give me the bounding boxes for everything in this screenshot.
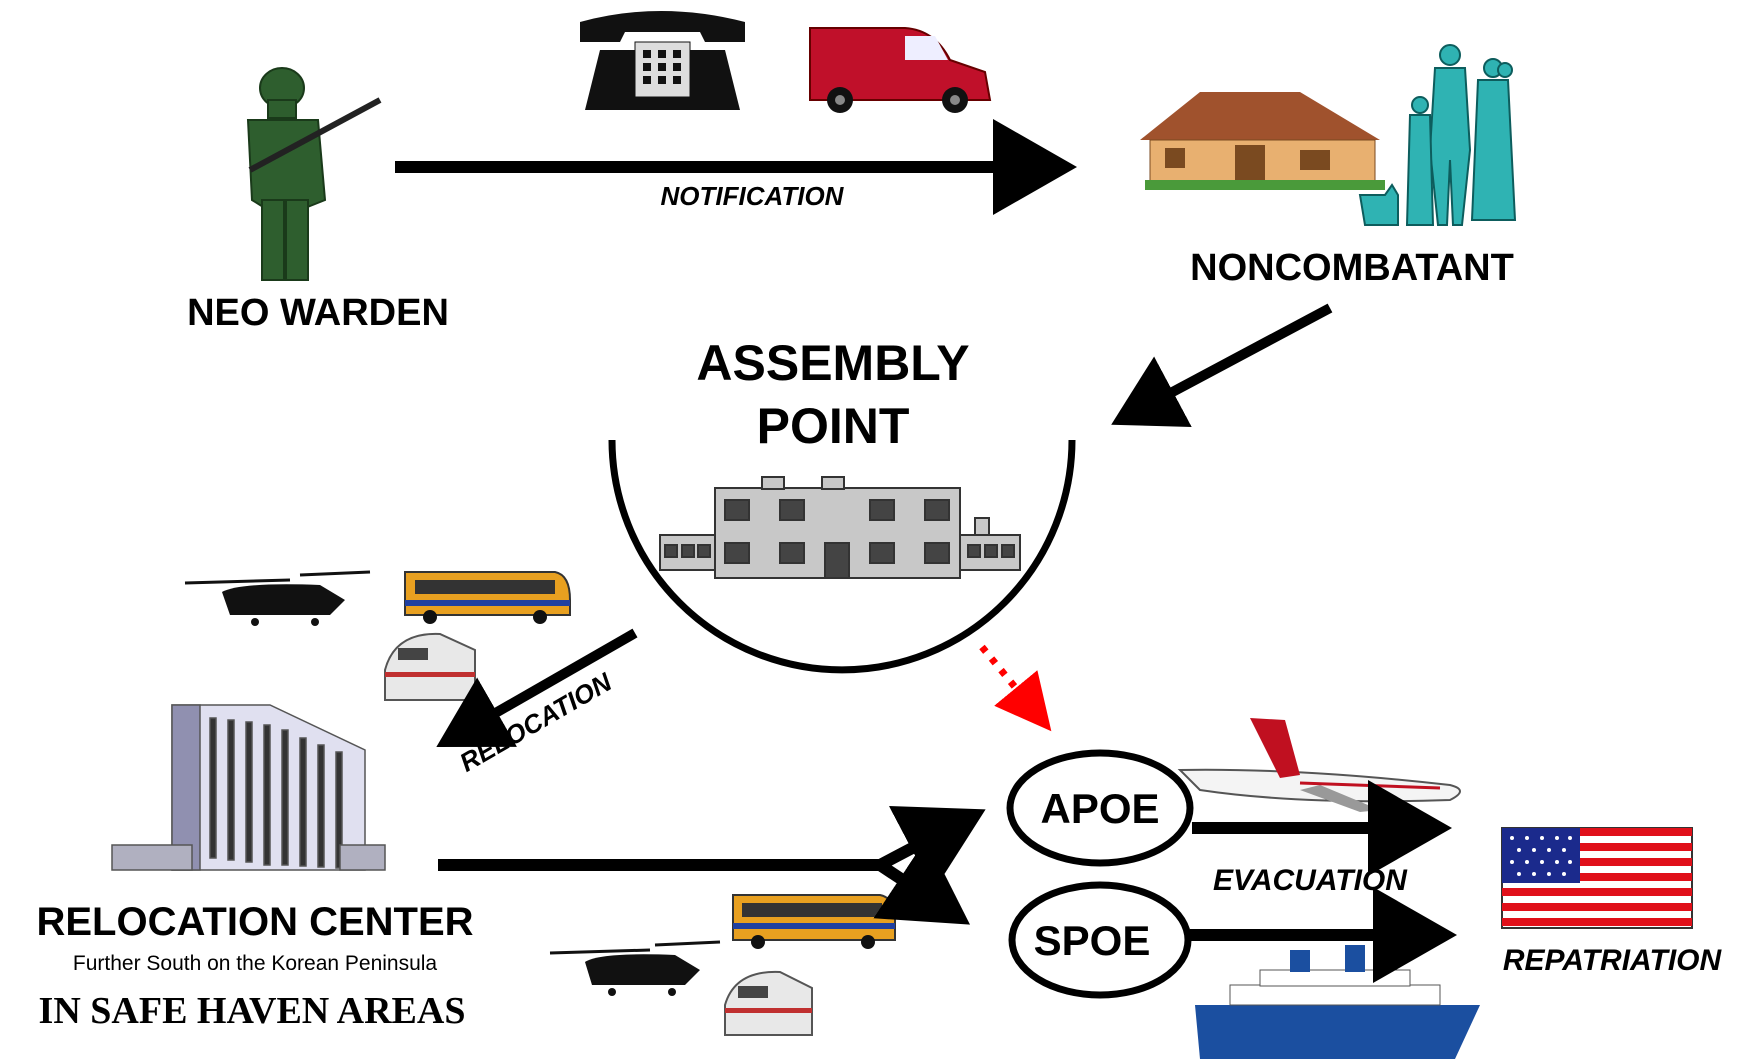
apoe-node — [1006, 749, 1194, 867]
relocation-center-label: RELOCATION CENTER — [36, 900, 473, 944]
spoe-node — [1008, 881, 1192, 999]
notification-label: NOTIFICATION — [661, 181, 845, 211]
relocation-subtitle: Further South on the Korean Peninsula — [73, 952, 438, 975]
airplane-icon — [1177, 718, 1461, 812]
helicopter-icon — [184, 570, 371, 626]
telephone-icon — [580, 11, 745, 110]
noncombatant-label: NONCOMBATANT — [1190, 247, 1514, 289]
repatriation-label: REPATRIATION — [1503, 944, 1723, 977]
train-icon — [724, 970, 813, 1036]
bus-icon — [732, 894, 896, 949]
relocation-to-apoe-arrow — [438, 806, 986, 892]
ship-icon — [1195, 945, 1480, 1059]
noncombatant-to-assembly-arrow — [1111, 303, 1333, 428]
soldier-icon — [246, 67, 382, 281]
cat-icon — [1358, 183, 1399, 226]
train-icon — [384, 632, 476, 701]
building-icon — [659, 476, 1021, 579]
assembly-point-label-line1: ASSEMBLY — [696, 335, 969, 391]
apoe-label: APOE — [1040, 785, 1159, 832]
helicopter-icon — [549, 940, 721, 996]
assembly-to-apoe-dashed-arrow — [979, 644, 1052, 732]
evacuation-label: EVACUATION — [1213, 864, 1408, 897]
bus-icon — [404, 571, 571, 624]
spoe-label: SPOE — [1034, 917, 1151, 964]
us-flag-icon — [1501, 827, 1693, 929]
house-icon — [1140, 92, 1385, 190]
relocation-arrow — [436, 628, 638, 747]
assembly-point-boundary — [608, 439, 1076, 674]
family-icon — [1405, 44, 1517, 226]
neo-warden-label: NEO WARDEN — [187, 292, 449, 334]
van-icon — [809, 27, 992, 113]
safe-haven-label: IN SAFE HAVEN AREAS — [39, 990, 466, 1032]
assembly-point-label-line2: POINT — [757, 398, 910, 454]
office-tower-icon — [111, 704, 386, 871]
relocation-to-spoe-arrow — [873, 838, 971, 925]
